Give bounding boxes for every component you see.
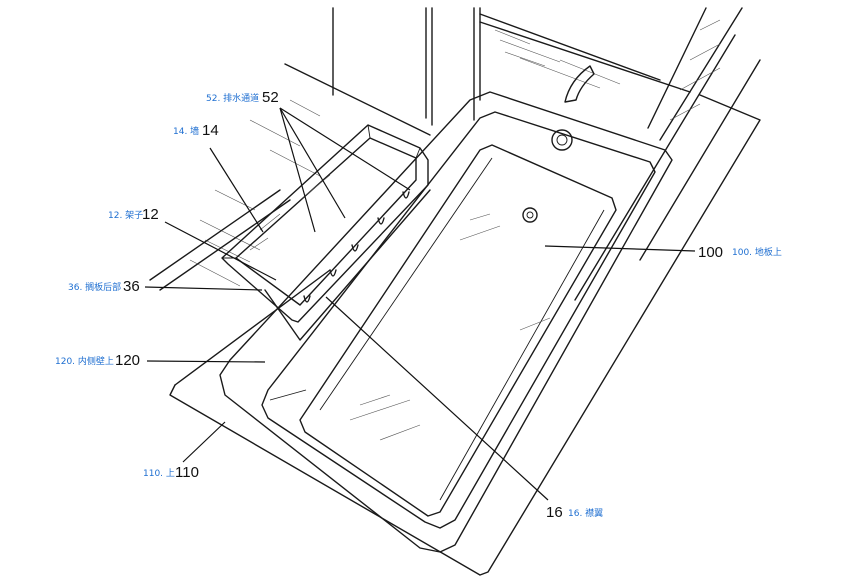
callout-caption: 16. 襟翼	[568, 507, 603, 519]
callout-caption: 52. 排水通道	[206, 92, 259, 104]
callout-caption: 110. 上	[143, 468, 175, 479]
leader-lines	[144, 107, 696, 501]
callout-inner-side-wall: 120. 内侧壁上 120	[55, 352, 140, 369]
deck-outline	[169, 94, 761, 576]
wall-hatching	[189, 19, 721, 287]
callout-number: 12	[142, 206, 159, 223]
wall-outlines	[284, 7, 761, 301]
callout-caption: 36. 搁板后部	[68, 281, 121, 293]
shelf-drawing	[221, 124, 431, 341]
faucet	[564, 65, 595, 103]
callout-caption: 14. 墙	[173, 125, 199, 137]
callout-caption: 120. 内侧壁上	[55, 355, 114, 367]
callout-flange: 16 16. 襟翼	[546, 504, 603, 521]
deck-edge	[174, 269, 331, 386]
callout-shelf: 12. 架子 12	[108, 206, 159, 223]
drain	[522, 207, 538, 223]
callout-number: 16	[546, 504, 563, 521]
callout-number: 14	[202, 122, 219, 139]
callout-shelf-back: 36. 搁板后部 36	[68, 278, 140, 295]
tub-basin	[299, 144, 617, 517]
callout-number: 110	[175, 464, 199, 481]
callout-caption: 100. 地板上	[732, 246, 782, 258]
callout-floor: 100 100. 地板上	[698, 244, 782, 261]
callout-caption: 12. 架子	[108, 210, 143, 221]
callout-top: 110. 上 110	[143, 464, 199, 481]
callout-number: 52	[262, 89, 279, 106]
overflow-plate	[551, 129, 573, 151]
tub-rim-inner	[261, 111, 656, 529]
callout-number: 36	[123, 278, 140, 295]
callout-number: 100	[698, 244, 723, 261]
callout-wall: 14. 墙 14	[173, 122, 219, 139]
tub-rim-outer	[219, 91, 673, 553]
callout-number: 120	[115, 352, 140, 369]
callout-drain-channels: 52. 排水通道 52	[206, 89, 279, 106]
